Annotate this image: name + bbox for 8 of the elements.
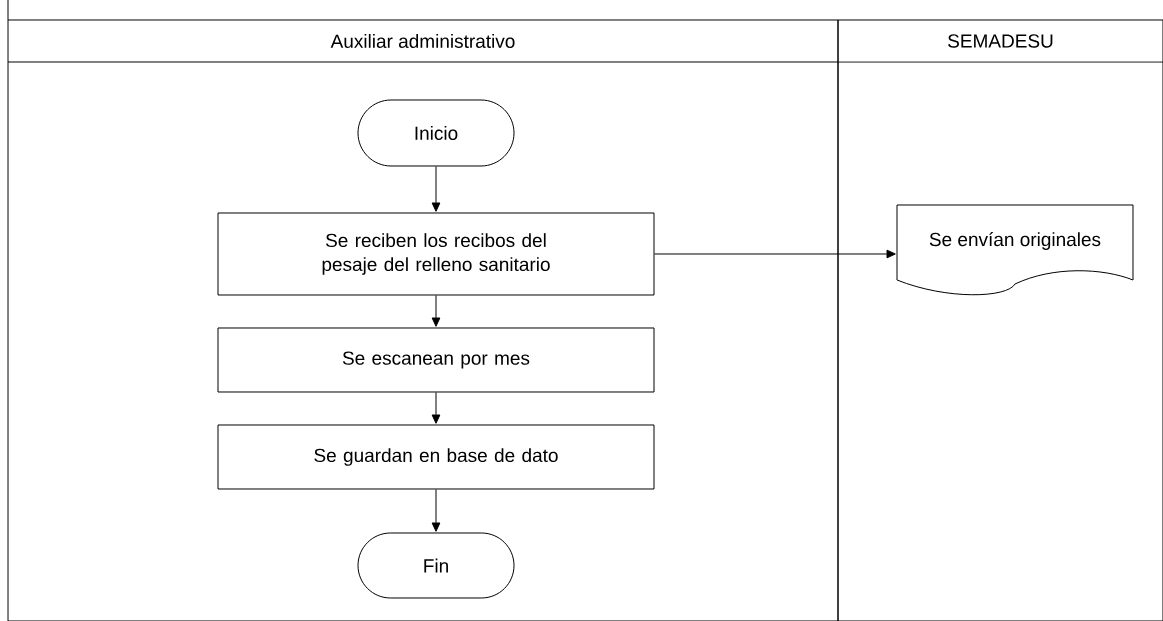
process-box: Se reciben los recibos del pesaje del relleno sanitario bbox=[217, 212, 655, 296]
arrow bbox=[654, 249, 896, 259]
arrow bbox=[431, 166, 441, 212]
arrow bbox=[431, 392, 441, 424]
process-box: Se escanean por mes bbox=[217, 327, 655, 393]
process-box: Se guardan en base de dato bbox=[217, 424, 655, 490]
arrow bbox=[431, 295, 441, 327]
arrow bbox=[431, 489, 441, 532]
